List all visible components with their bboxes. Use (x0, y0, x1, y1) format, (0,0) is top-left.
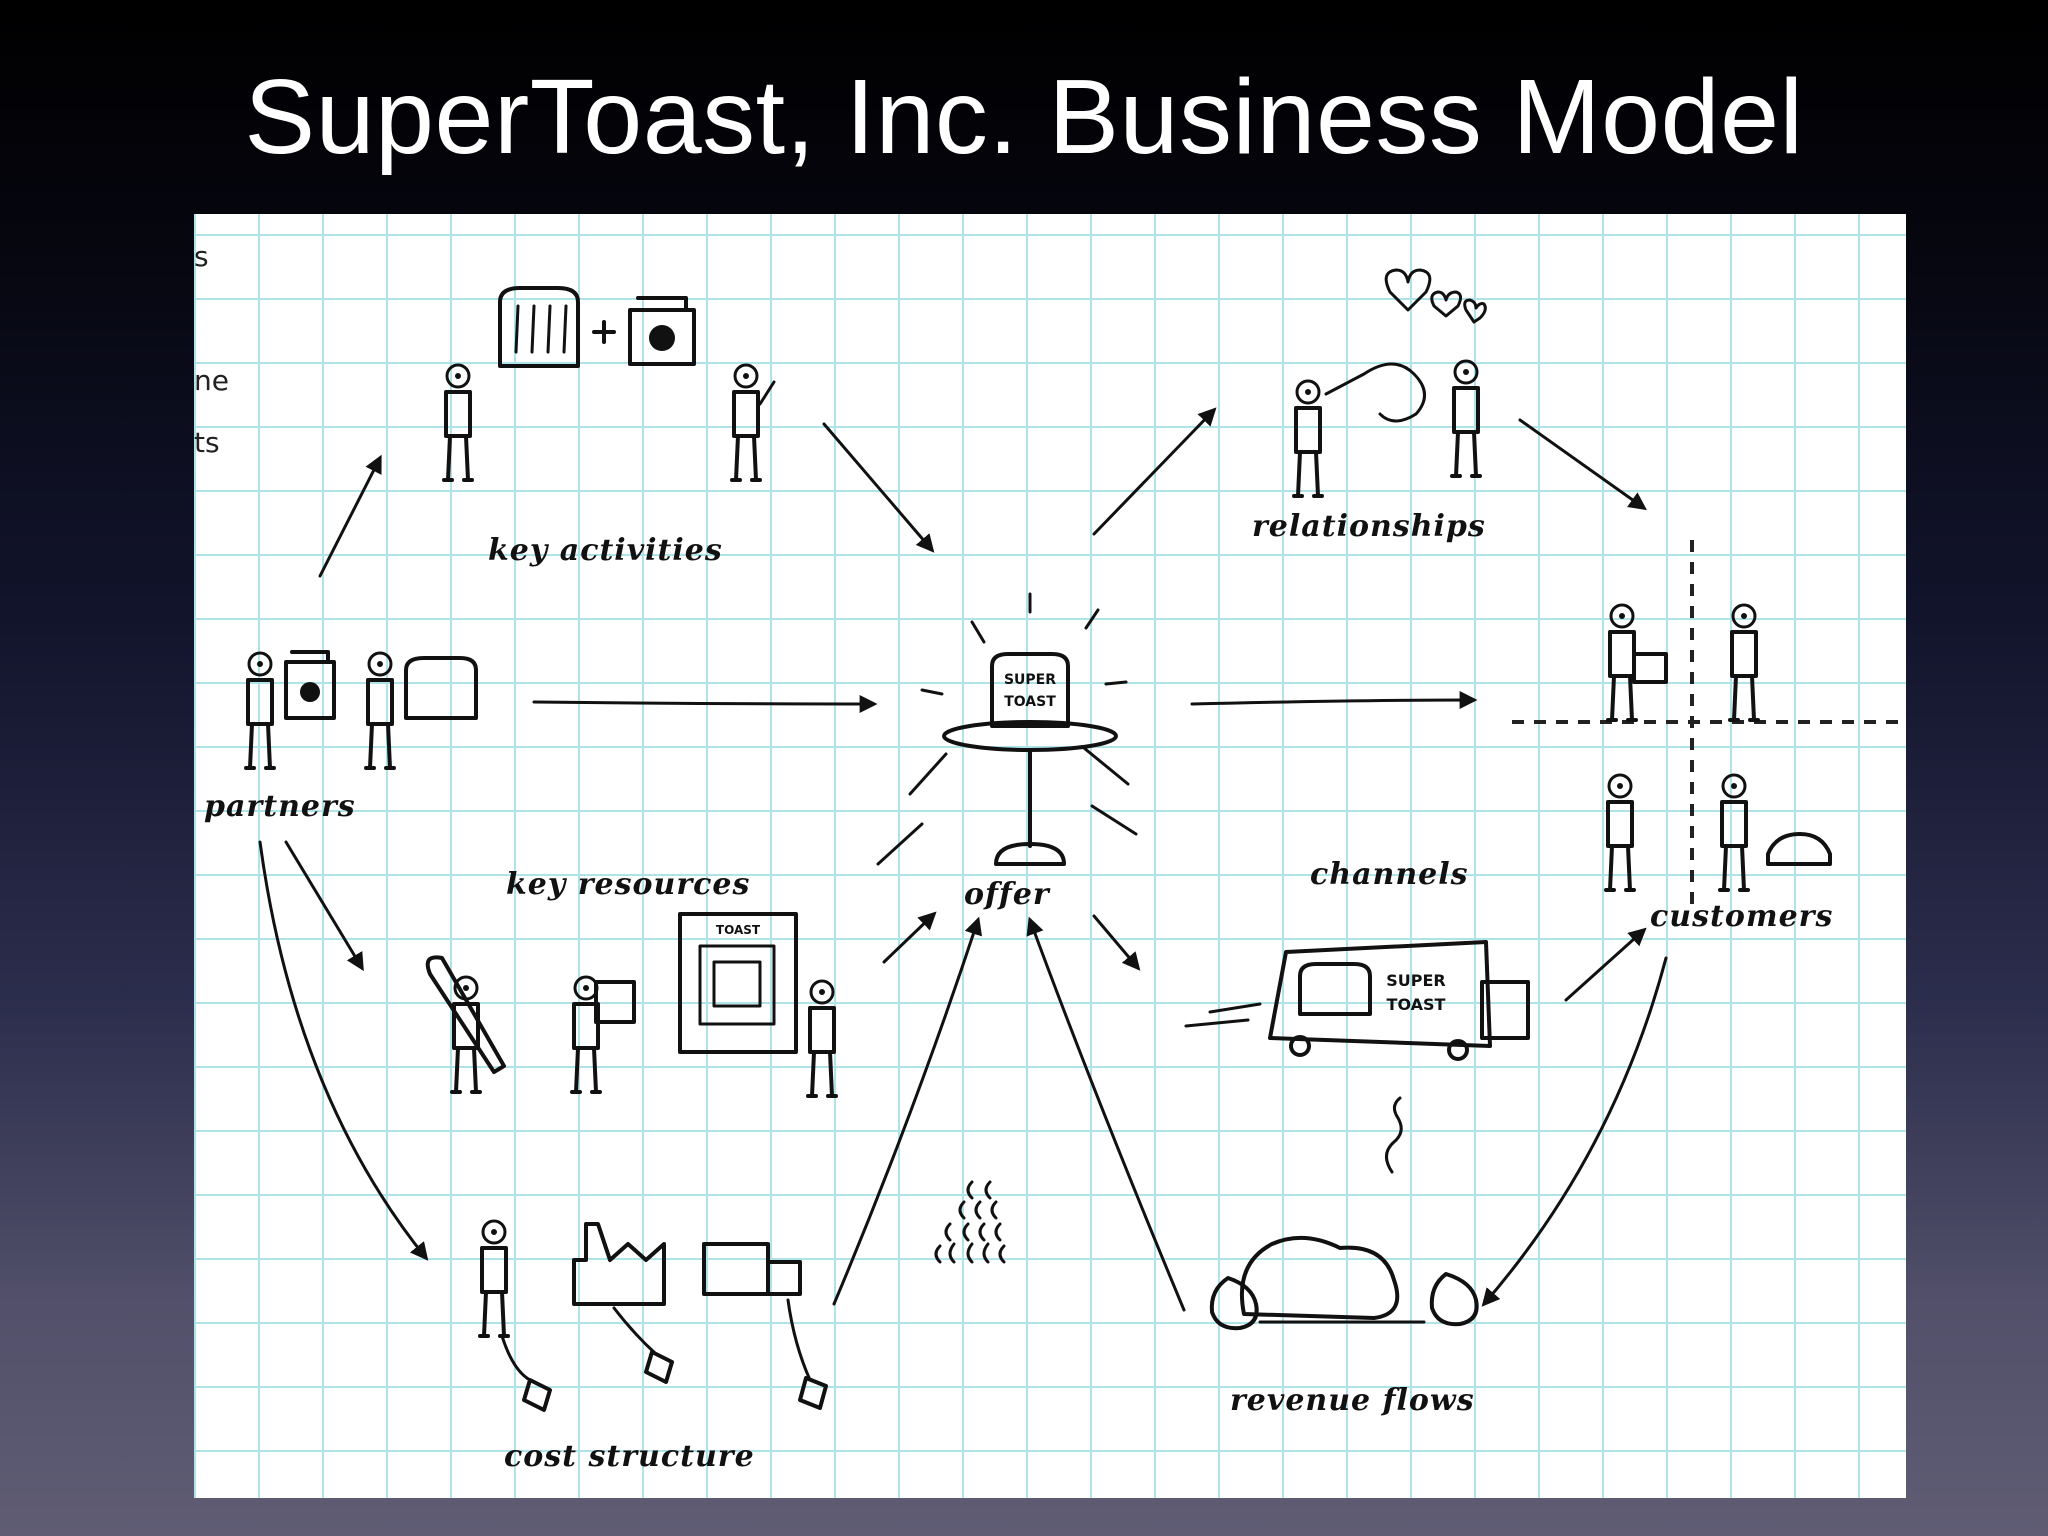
arrow-relationships-to-customers (1518, 418, 1647, 511)
offer-product-text: TOAST (1004, 694, 1056, 710)
label-partners: partners (204, 789, 356, 824)
arrow-cost-to-offer (832, 916, 983, 1306)
revenue-flows-drawing (1209, 1096, 1479, 1331)
label-revenue-flows: revenue flows (1230, 1383, 1475, 1418)
arrow-partners-to-activities (318, 454, 382, 578)
arrow-activities-to-offer (822, 422, 935, 553)
key-activities-drawing (442, 286, 776, 482)
key-resources-drawing: TOAST (425, 912, 838, 1098)
arrow-offer-to-channels (1092, 914, 1141, 971)
edge-text-fragment: s (194, 240, 209, 273)
label-key-resources: key resources (506, 867, 750, 902)
customers-drawing (1512, 540, 1906, 906)
arrow-partners-to-cost (258, 840, 429, 1261)
sketch-drawing: key activities relationships partners SU… (204, 268, 1906, 1474)
relationships-drawing (1292, 268, 1487, 498)
arrow-offer-to-relationships (1092, 407, 1217, 536)
offer-product-text: SUPER (1004, 672, 1056, 688)
partners-drawing (244, 650, 478, 770)
coin-stacks-drawing (934, 1180, 1006, 1264)
arrow-partners-to-resources (284, 840, 364, 972)
arrow-customers-to-revenue (1481, 956, 1668, 1307)
arrow-partners-to-offer (532, 694, 878, 713)
label-channels: channels (1310, 857, 1469, 892)
arrow-offer-to-customers (1190, 691, 1478, 710)
arrow-resources-to-offer (882, 911, 937, 964)
arrow-revenue-to-offer (1026, 916, 1186, 1312)
resource-board-text: TOAST (716, 923, 761, 937)
cost-structure-drawing (478, 1219, 828, 1412)
label-cost-structure: cost structure (504, 1439, 755, 1474)
arrow-channels-to-customers (1564, 927, 1647, 1002)
business-model-sketch: s ne ts (194, 214, 1906, 1498)
offer-drawing: SUPER TOAST (876, 592, 1138, 866)
channels-drawing: SUPER TOAST (1184, 940, 1530, 1061)
truck-product-text: TOAST (1387, 995, 1446, 1014)
label-key-activities: key activities (488, 533, 723, 568)
label-customers: customers (1650, 899, 1833, 934)
edge-text-fragment: ts (194, 426, 220, 459)
label-relationships: relationships (1252, 509, 1486, 544)
edge-text-fragment: ne (194, 364, 229, 397)
truck-product-text: SUPER (1386, 971, 1446, 990)
slide-title: SuperToast, Inc. Business Model (244, 58, 1804, 176)
label-offer: offer (964, 877, 1051, 912)
